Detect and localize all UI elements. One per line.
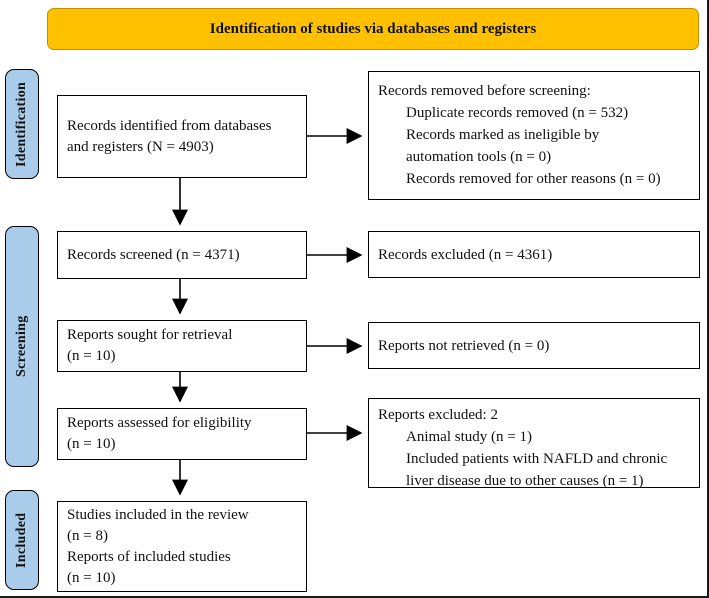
- box-text-line: (n = 10): [67, 348, 116, 364]
- box-text-line: Reports not retrieved (n = 0): [378, 337, 550, 354]
- box-text-line: Records excluded (n = 4361): [378, 246, 553, 263]
- box-records-excluded: Records excluded (n = 4361): [368, 231, 700, 278]
- box-text-line: Reports assessed for eligibility: [67, 415, 252, 431]
- box-text-line: (n = 10): [67, 569, 116, 586]
- box-text-line: Studies included in the review: [67, 506, 249, 523]
- box-studies-included: Studies included in the review (n = 8) R…: [57, 501, 307, 592]
- box-text-line: Records removed for other reasons (n = 0…: [406, 171, 661, 187]
- box-text-line: Included patients with NAFLD and chronic: [406, 451, 668, 467]
- stage-label-text: Screening: [14, 315, 29, 378]
- box-text-line: Records marked as ineligible by: [406, 127, 600, 143]
- box-text-line: and registers (N = 4903): [67, 138, 214, 155]
- box-text-line: Records screened (n = 4371): [67, 246, 240, 263]
- box-text-line: Reports of included studies: [67, 548, 231, 565]
- stage-label-identification: Identification: [5, 69, 39, 179]
- box-reports-sought: Reports sought for retrieval (n = 10): [57, 320, 307, 372]
- diagram-title: Identification of studies via databases …: [209, 20, 537, 37]
- box-text-line: Reports sought for retrieval: [67, 327, 233, 343]
- box-text-line: Records identified from databases: [67, 117, 272, 134]
- box-text-line: liver disease due to other causes (n = 1…: [406, 473, 644, 489]
- diagram-title-banner: Identification of studies via databases …: [47, 8, 699, 50]
- stage-label-text: Identification: [14, 81, 29, 167]
- box-records-removed-before-screening: Records removed before screening: Duplic…: [368, 71, 700, 200]
- stage-label-screening: Screening: [5, 226, 39, 467]
- box-reports-excluded: Reports excluded: 2 Animal study (n = 1)…: [368, 398, 700, 489]
- box-text-line: Animal study (n = 1): [406, 429, 532, 445]
- stage-label-text: Included: [14, 512, 29, 568]
- box-reports-assessed: Reports assessed for eligibility (n = 10…: [57, 408, 307, 460]
- stage-label-included: Included: [5, 490, 39, 590]
- box-records-screened: Records screened (n = 4371): [57, 231, 307, 279]
- box-text-line: (n = 8): [67, 527, 108, 544]
- box-text-line: (n = 10): [67, 436, 116, 452]
- box-text-line: Records removed before screening:: [378, 83, 591, 99]
- box-records-identified: Records identified from databases and re…: [57, 95, 307, 178]
- box-text-line: automation tools (n = 0): [406, 149, 552, 165]
- box-text-line: Duplicate records removed (n = 532): [406, 105, 629, 121]
- box-reports-not-retrieved: Reports not retrieved (n = 0): [368, 322, 700, 369]
- box-text-line: Reports excluded: 2: [378, 407, 498, 423]
